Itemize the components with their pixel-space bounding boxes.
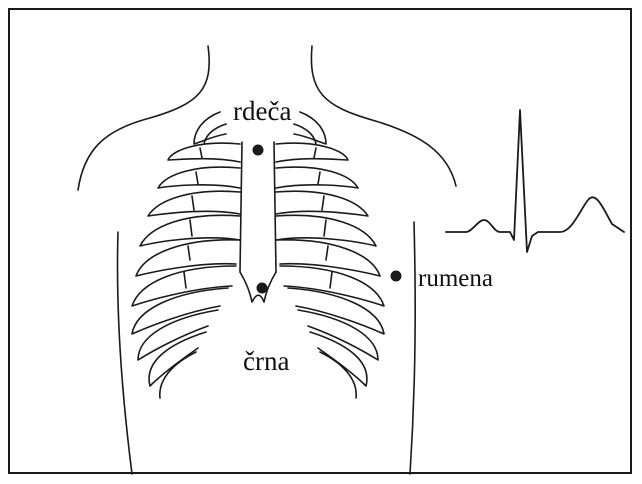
- right-ribs: [276, 143, 384, 398]
- label-yellow-electrode: rumena: [418, 266, 493, 291]
- label-red-electrode: rdeča: [233, 98, 291, 125]
- label-black-electrode: črna: [243, 348, 289, 375]
- black-electrode: [257, 283, 268, 294]
- red-electrode: [253, 145, 264, 156]
- ecg-trace: [446, 110, 624, 252]
- sternum: [240, 142, 276, 302]
- left-ribs: [132, 143, 240, 398]
- yellow-electrode: [391, 271, 402, 282]
